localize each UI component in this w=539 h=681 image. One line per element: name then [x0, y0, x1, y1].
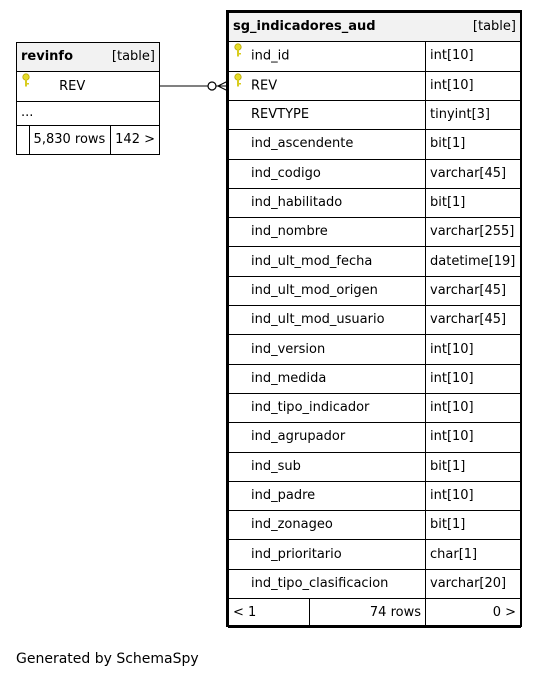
revinfo-rows-count: 5,830 rows — [28, 124, 112, 155]
audit-column-name-cell: ind_ascendente — [228, 129, 426, 160]
audit-column-type: bit[1] — [425, 129, 521, 160]
audit-column-name-cell: ind_codigo — [228, 158, 426, 189]
audit-column-name-cell: ind_habilitado — [228, 187, 426, 219]
audit-column-row[interactable]: ind_prioritario char[1] — [228, 539, 521, 570]
audit-children-link[interactable]: 0 > — [425, 598, 521, 629]
audit-column-name: ind_nombre — [251, 224, 328, 240]
audit-column-name: ind_zonageo — [251, 517, 333, 533]
audit-column-name-cell: ind_padre — [228, 480, 426, 512]
audit-column-row[interactable]: ind_ult_mod_fecha datetime[19] — [228, 246, 521, 277]
audit-column-name: ind_medida — [251, 370, 327, 386]
audit-column-name: ind_version — [251, 341, 326, 357]
audit-column-name-cell: REV — [228, 70, 426, 101]
audit-table-kind: [table] — [472, 19, 516, 34]
audit-column-name: ind_sub — [251, 458, 301, 474]
audit-column-row[interactable]: ind_padre int[10] — [228, 480, 521, 512]
audit-column-row[interactable]: ind_sub bit[1] — [228, 451, 521, 482]
revinfo-column-rev[interactable]: REV — [16, 71, 160, 102]
audit-column-row[interactable]: ind_nombre varchar[255] — [228, 217, 521, 248]
audit-column-type: bit[1] — [425, 510, 521, 541]
audit-column-name-cell: ind_tipo_indicador — [228, 392, 426, 424]
audit-column-name-cell: ind_nombre — [228, 217, 426, 248]
audit-column-row[interactable]: REVTYPE tinyint[3] — [228, 99, 521, 131]
revinfo-column-name: REV — [59, 78, 86, 94]
audit-column-name-cell: ind_sub — [228, 451, 426, 482]
audit-column-row[interactable]: ind_ascendente bit[1] — [228, 129, 521, 160]
audit-column-name: ind_tipo_clasificacion — [251, 575, 389, 591]
audit-column-type: varchar[20] — [425, 568, 521, 600]
audit-column-row[interactable]: ind_id int[10] — [228, 41, 521, 72]
audit-column-name-cell: ind_medida — [228, 363, 426, 394]
audit-parents-link[interactable]: < 1 — [228, 598, 310, 629]
audit-column-row[interactable]: ind_tipo_clasificacion varchar[20] — [228, 568, 521, 600]
audit-column-name-cell: ind_ult_mod_usuario — [228, 305, 426, 336]
audit-column-name-cell: ind_agrupador — [228, 422, 426, 453]
audit-column-type: bit[1] — [425, 187, 521, 219]
revinfo-table-kind: [table] — [111, 49, 155, 64]
audit-column-row[interactable]: ind_ult_mod_usuario varchar[45] — [228, 305, 521, 336]
audit-column-name: ind_id — [251, 48, 290, 64]
audit-column-name-cell: ind_tipo_clasificacion — [228, 568, 426, 600]
audit-column-row[interactable]: ind_zonageo bit[1] — [228, 510, 521, 541]
revinfo-table-name: revinfo — [21, 49, 73, 64]
audit-column-name: REVTYPE — [251, 107, 310, 123]
audit-column-row[interactable]: ind_ult_mod_origen varchar[45] — [228, 275, 521, 307]
audit-column-name: ind_padre — [251, 488, 316, 503]
primary-key-icon — [21, 72, 39, 100]
audit-column-name: ind_habilitado — [251, 195, 343, 211]
audit-column-type: varchar[45] — [425, 275, 521, 307]
audit-column-name: ind_ult_mod_fecha — [251, 253, 373, 269]
audit-rows-count: 74 rows — [308, 598, 427, 629]
revinfo-parents-cell — [16, 124, 30, 155]
audit-column-type: int[10] — [425, 70, 521, 101]
audit-column-name: ind_ascendente — [251, 136, 354, 152]
audit-column-name-cell: REVTYPE — [228, 99, 426, 131]
audit-column-name-cell: ind_version — [228, 334, 426, 365]
audit-column-type: int[10] — [425, 480, 521, 512]
audit-column-type: tinyint[3] — [425, 99, 521, 131]
audit-column-row[interactable]: REV int[10] — [228, 70, 521, 101]
audit-column-type: int[10] — [425, 41, 521, 72]
audit-column-type: datetime[19] — [425, 246, 521, 277]
audit-column-row[interactable]: ind_habilitado bit[1] — [228, 187, 521, 219]
revinfo-table[interactable]: revinfo [table] REV ... 5,830 rows 142 > — [16, 42, 160, 155]
revinfo-ellipsis: ... — [16, 100, 160, 126]
audit-column-name-cell: ind_prioritario — [228, 539, 426, 570]
audit-column-type: int[10] — [425, 422, 521, 453]
audit-column-name-cell: ind_ult_mod_origen — [228, 275, 426, 307]
audit-column-row[interactable]: ind_medida int[10] — [228, 363, 521, 394]
audit-column-row[interactable]: ind_tipo_indicador int[10] — [228, 392, 521, 424]
audit-column-name: ind_tipo_indicador — [251, 400, 370, 416]
audit-column-type: int[10] — [425, 392, 521, 424]
revinfo-children-link[interactable]: 142 > — [110, 124, 160, 155]
audit-column-type: bit[1] — [425, 451, 521, 482]
audit-column-name-cell: ind_id — [228, 41, 426, 72]
audit-column-type: varchar[255] — [425, 217, 521, 248]
audit-table-name: sg_indicadores_aud — [233, 19, 376, 34]
audit-column-row[interactable]: ind_codigo varchar[45] — [228, 158, 521, 189]
audit-column-name: ind_codigo — [251, 165, 321, 181]
audit-column-name: REV — [251, 78, 278, 93]
audit-column-type: varchar[45] — [425, 305, 521, 336]
audit-column-row[interactable]: ind_version int[10] — [228, 334, 521, 365]
audit-header: sg_indicadores_aud [table] — [228, 12, 521, 42]
audit-column-name: ind_agrupador — [251, 429, 346, 445]
audit-column-row[interactable]: ind_agrupador int[10] — [228, 422, 521, 453]
audit-column-type: int[10] — [425, 334, 521, 365]
audit-column-type: char[1] — [425, 539, 521, 570]
primary-key-icon — [233, 72, 251, 100]
sg-indicadores-aud-table[interactable]: sg_indicadores_aud [table] ind_id int[10]… — [228, 12, 521, 629]
revinfo-header: revinfo [table] — [16, 42, 160, 72]
audit-column-type: varchar[45] — [425, 158, 521, 189]
audit-column-type: int[10] — [425, 363, 521, 394]
audit-column-name: ind_ult_mod_usuario — [251, 312, 385, 328]
primary-key-icon — [233, 42, 251, 70]
audit-column-name-cell: ind_ult_mod_fecha — [228, 246, 426, 277]
audit-column-name: ind_ult_mod_origen — [251, 282, 378, 298]
audit-column-name-cell: ind_zonageo — [228, 510, 426, 541]
generated-by-footer: Generated by SchemaSpy — [16, 651, 199, 667]
audit-column-name: ind_prioritario — [251, 546, 342, 562]
